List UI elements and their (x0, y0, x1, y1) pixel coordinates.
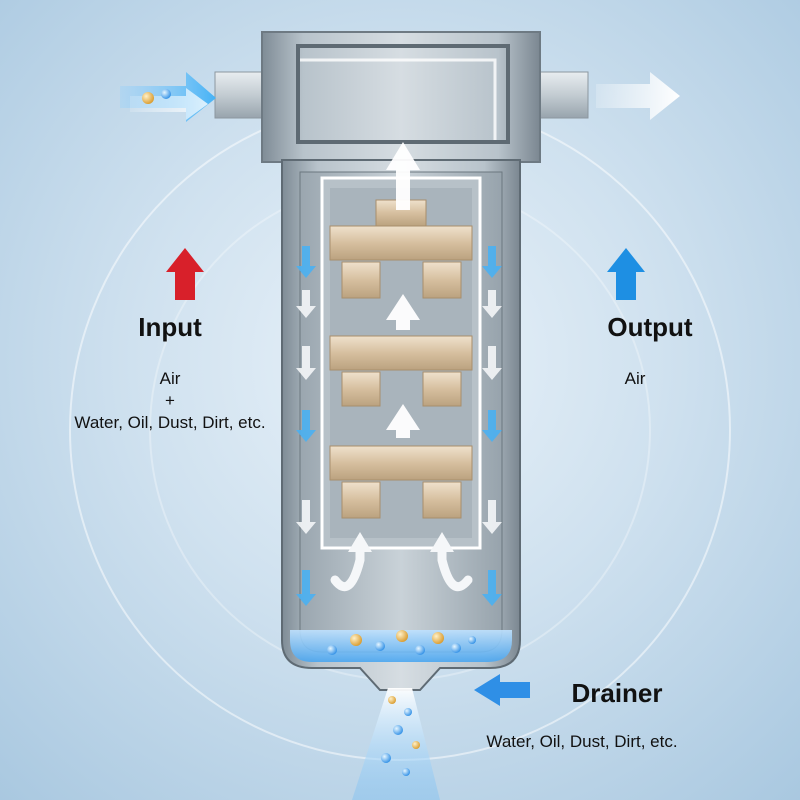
input-arrow-icon (166, 248, 204, 300)
drainer-arrow-icon (474, 674, 530, 706)
filter-discs (329, 199, 473, 519)
uturn-arrowheads (348, 532, 454, 552)
input-line-contaminants: Water, Oil, Dust, Dirt, etc. (74, 413, 266, 432)
upflow-arrows (386, 142, 420, 438)
contaminant-particles (327, 630, 476, 776)
drain-spray (352, 688, 440, 800)
output-title: Output (607, 312, 693, 342)
input-line-plus: + (165, 391, 175, 410)
outlet-flow-arrow (596, 72, 680, 120)
output-line-air: Air (624, 369, 646, 388)
inlet-pipe (214, 71, 264, 119)
input-title: Input (138, 312, 202, 342)
uturn-arrows (330, 543, 473, 592)
filter-head (261, 31, 541, 163)
drainer-title: Drainer (571, 678, 663, 708)
water-pool (290, 630, 512, 662)
input-line-air: Air (159, 369, 181, 388)
inlet-flow-arrow (120, 72, 216, 122)
drainer-line-contaminants: Water, Oil, Dust, Dirt, etc. (486, 732, 678, 751)
downflow-arrows (296, 246, 502, 606)
outlet-pipe (537, 71, 589, 119)
output-arrow-icon (607, 248, 645, 300)
